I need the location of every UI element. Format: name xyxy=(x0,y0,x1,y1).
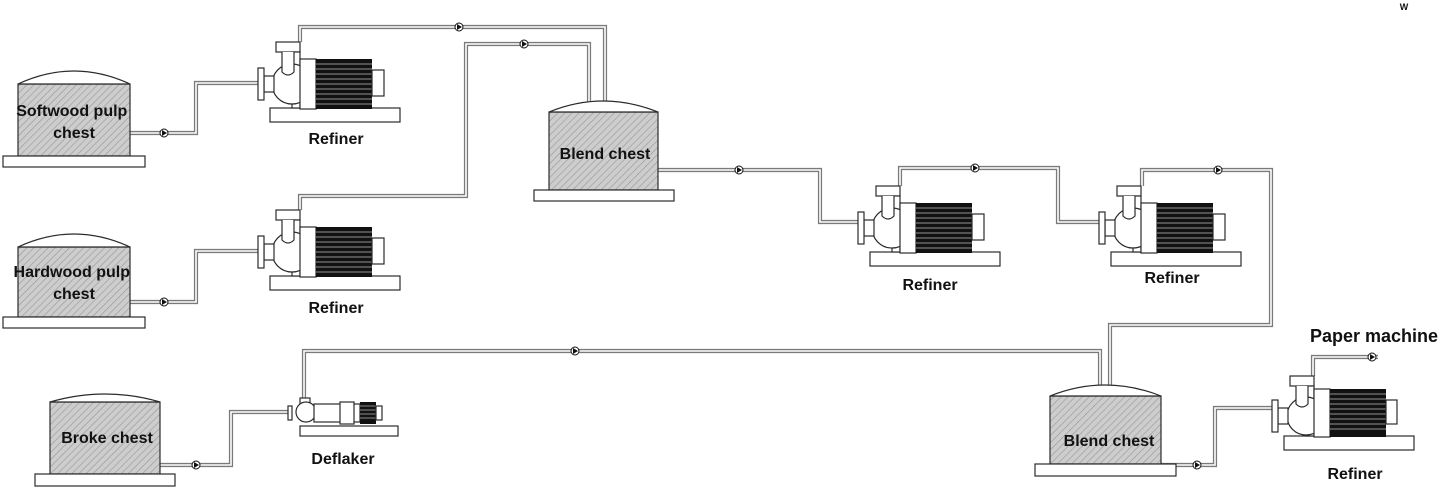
flow-arrow-icon xyxy=(734,165,744,175)
deflaker-label: Deflaker xyxy=(311,451,374,468)
tank-softwood-pulp-chest xyxy=(2,70,146,168)
flow-arrow-icon xyxy=(159,128,169,138)
broke-chest-label: Broke chest xyxy=(61,430,153,447)
corner-mark: W xyxy=(1400,2,1409,12)
blend-chest-1-label: Blend chest xyxy=(560,146,651,163)
pipes xyxy=(130,24,1378,468)
flow-arrow-icon xyxy=(1192,460,1202,470)
tank-hardwood-pulp-chest xyxy=(2,233,146,329)
softwood-chest-label: Softwood pulp chest xyxy=(16,103,132,142)
refiner-5-label: Refiner xyxy=(1327,466,1382,483)
refiner-4-label: Refiner xyxy=(1144,270,1199,287)
refiner-2-label: Refiner xyxy=(308,300,363,317)
flow-arrow-icon xyxy=(191,460,201,470)
refiner-2-icon xyxy=(257,209,401,291)
flow-arrows xyxy=(159,22,1377,470)
refiner-3-icon xyxy=(857,185,1001,267)
refiner-5-icon xyxy=(1271,375,1415,451)
refiner-1-label: Refiner xyxy=(308,131,363,148)
refiner-1-icon xyxy=(257,41,401,123)
flow-arrow-icon xyxy=(519,39,529,49)
hardwood-chest-label: Hardwood pulp chest xyxy=(14,264,135,303)
flow-arrow-icon xyxy=(970,163,980,173)
tank-broke-chest xyxy=(34,393,176,487)
refiner-3-label: Refiner xyxy=(902,277,957,294)
refiner-4-icon xyxy=(1098,185,1242,267)
tank-blend-chest-1 xyxy=(533,100,675,202)
deflaker-icon xyxy=(287,397,399,437)
paper-machine-label: Paper machine xyxy=(1310,326,1438,346)
blend-chest-2-label: Blend chest xyxy=(1064,433,1155,450)
flow-arrow-icon xyxy=(1367,352,1377,362)
tank-blend-chest-2 xyxy=(1034,384,1177,477)
flow-arrow-icon xyxy=(570,346,580,356)
flow-arrow-icon xyxy=(1213,165,1223,175)
flow-arrow-icon xyxy=(454,22,464,32)
flow-arrow-icon xyxy=(159,297,169,307)
